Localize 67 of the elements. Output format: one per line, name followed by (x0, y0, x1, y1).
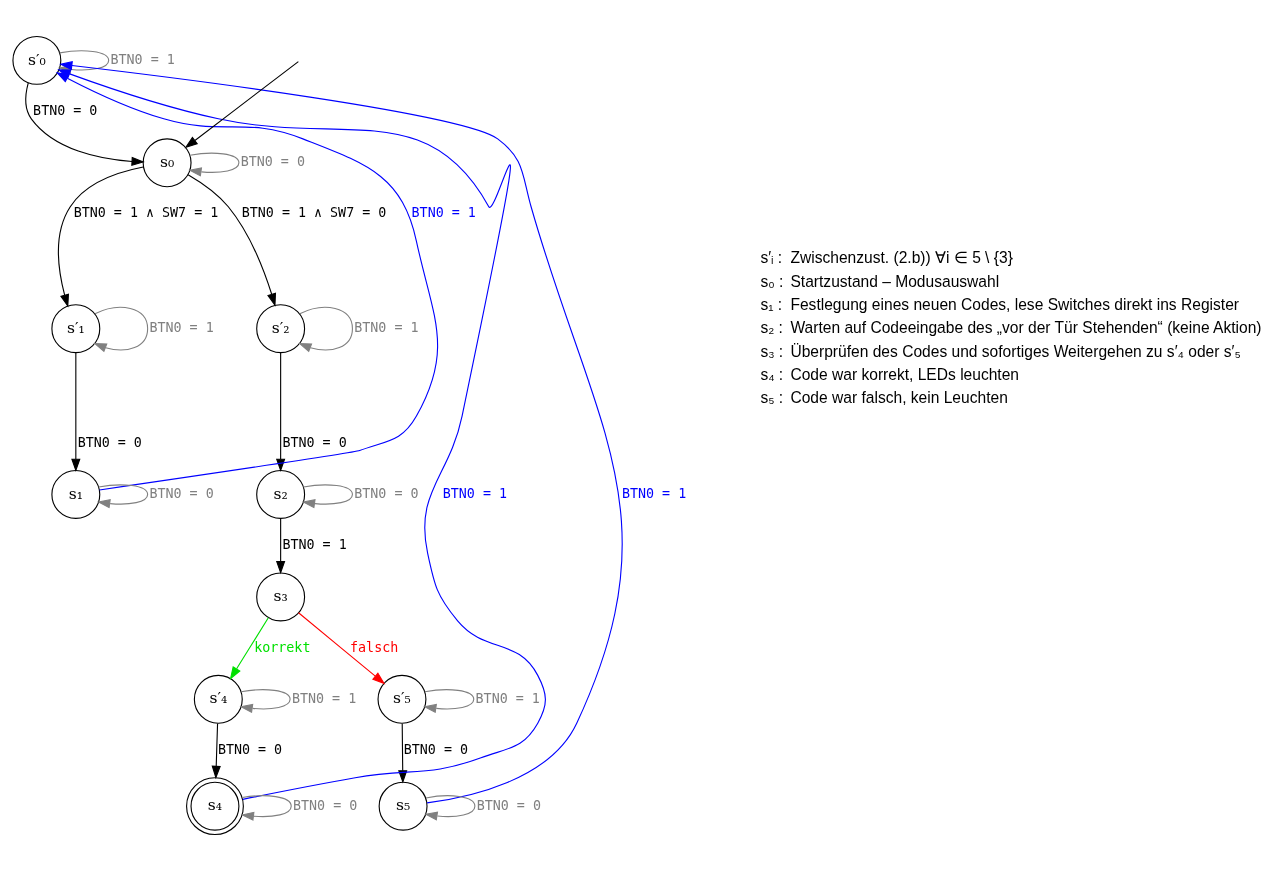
arrow (93, 306, 149, 353)
edge-label: korrekt (254, 639, 311, 655)
edge-label: BTN0 = 0 (33, 103, 98, 119)
arrow (298, 612, 386, 685)
node-circle: s′₂ (256, 304, 306, 354)
arrow (187, 174, 277, 307)
arrow (239, 689, 291, 714)
edge-label: BTN0 = 0 (217, 741, 283, 757)
arrow (240, 795, 292, 821)
arrow (184, 61, 299, 149)
edge-label: BTN0 = 0 (293, 797, 358, 813)
arrow (25, 82, 145, 167)
edge-label: BTN0 = 1 (291, 690, 357, 706)
edge-label: BTN0 = 0 (282, 434, 347, 450)
label: Code war falsch, kein Leuchten (790, 389, 1008, 407)
edge-label: BTN0 = 0 (476, 797, 541, 813)
node-circle: s₃ (256, 572, 306, 622)
node-circle: s₅ (378, 781, 428, 831)
label: s₂ : (760, 319, 783, 337)
edge-label: BTN0 = 1 (621, 485, 687, 501)
label: s₀ : (760, 272, 784, 290)
arrow (424, 795, 476, 821)
label: Zwischenzust. (2.b)) ∀i ∈ 5 \ {3} (790, 249, 1013, 267)
edge-label: BTN0 = 1 ∧ SW7 = 0 (241, 205, 387, 221)
label: s₃ : (760, 342, 784, 360)
node-circle: s₁ (51, 470, 101, 519)
arrow (398, 723, 408, 784)
edge-label: BTN0 = 1 (149, 320, 214, 336)
edge-label: BTN0 = 1 (282, 537, 347, 553)
label: s₅ : (760, 389, 784, 407)
arrow (188, 152, 240, 177)
label: s₄ : (760, 366, 784, 384)
label: Code war korrekt, LEDs leuchten (790, 366, 1020, 384)
edge-label: BTN0 = 1 (442, 485, 508, 501)
node-circle: s₄ (186, 777, 244, 836)
arrow (211, 723, 221, 780)
arrow (423, 689, 475, 714)
arrow (96, 484, 149, 509)
label: Warten auf Codeeingabe des „vor der Tür Stehenden“ (keine Aktion) (790, 319, 1262, 337)
edge-label: BTN0 = 1 ∧ SW7 = 1 (73, 205, 219, 221)
node-circle: s′₁ (51, 304, 101, 354)
edge-label: BTN0 = 1 (475, 690, 540, 706)
label: s₁ : (760, 295, 783, 313)
arrow (301, 484, 353, 509)
edge-label: BTN0 = 0 (354, 485, 419, 501)
arrow (58, 166, 144, 308)
label: s′ᵢ : (760, 249, 783, 267)
edge-label: BTN0 = 0 (149, 485, 214, 501)
edge-label: falsch (350, 639, 399, 655)
arrow (229, 617, 269, 680)
node-circle: s′₄ (193, 674, 243, 724)
edge-label: BTN0 = 0 (240, 154, 305, 170)
label: Startzustand – Modusauswahl (790, 272, 1000, 290)
edge-label: BTN0 = 0 (403, 741, 469, 757)
arrow (71, 352, 81, 473)
edge-label: BTN0 = 1 (354, 320, 419, 336)
arrow (298, 306, 353, 353)
node-circle: s′₀ (12, 35, 62, 85)
edge-label: BTN0 = 1 (110, 51, 175, 67)
arrow (275, 518, 286, 575)
node-circle: s₂ (256, 470, 306, 519)
node-circle: s′₅ (377, 674, 427, 724)
label: Überprüfen des Codes und sofortiges Weitergehen zu s′₄ oder s′₅ (790, 342, 1241, 360)
node-circle: s₀ (142, 138, 192, 188)
label: Festlegung eines neuen Codes, lese Switches direkt ins Register (790, 295, 1240, 313)
edge-label: BTN0 = 1 (411, 205, 476, 221)
edge-label: BTN0 = 0 (77, 434, 142, 450)
